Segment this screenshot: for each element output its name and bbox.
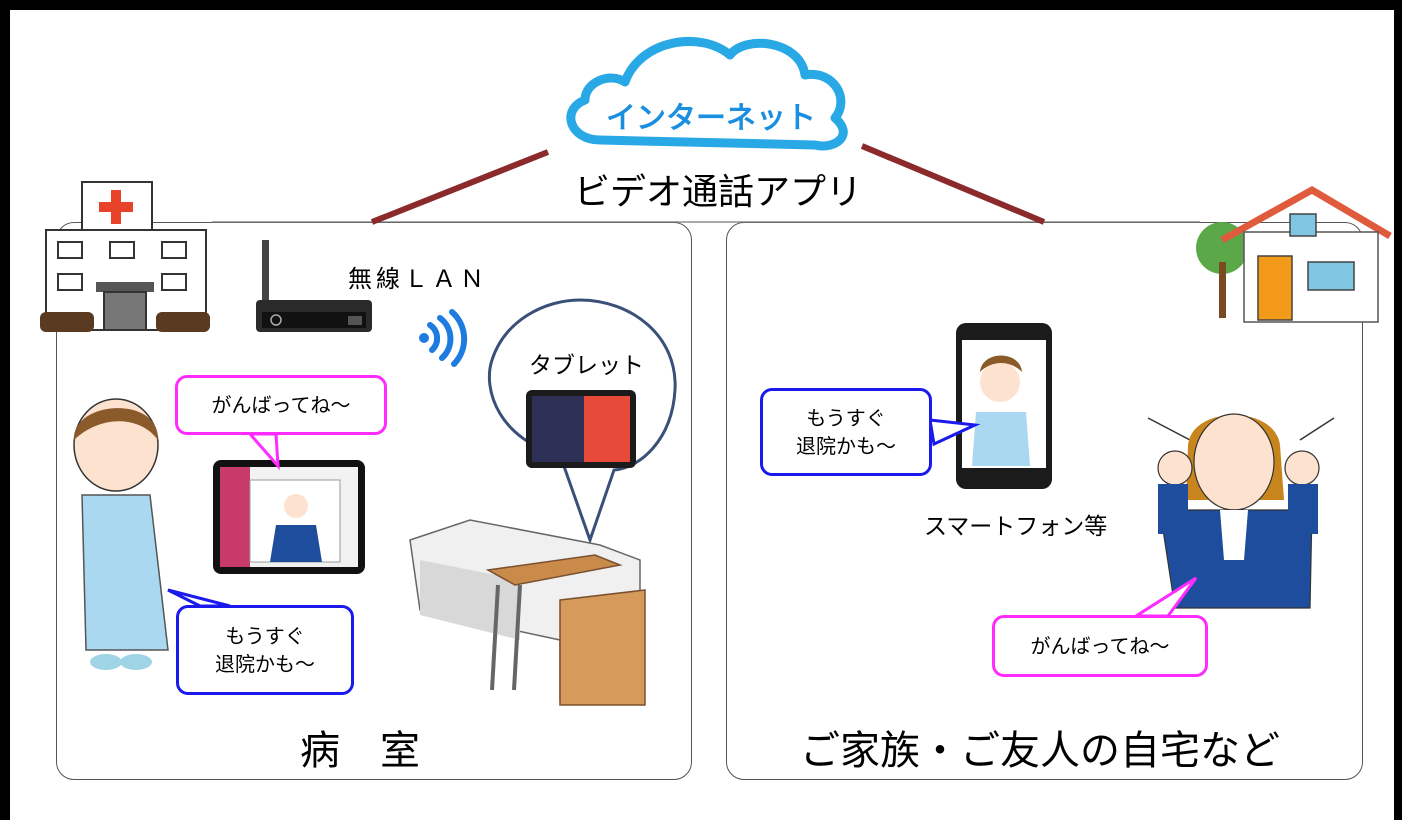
patient-speech-line1: もうすぐ bbox=[225, 624, 305, 648]
router-icon bbox=[256, 240, 372, 332]
patient-figure bbox=[73, 398, 169, 670]
wifi-icon bbox=[419, 309, 468, 367]
home-title: ご家族・ご友人の自宅など bbox=[800, 728, 1280, 774]
tablet-callout bbox=[487, 298, 677, 545]
hospital-icon bbox=[40, 181, 210, 332]
tablet-speech-text: がんばってね～ bbox=[211, 393, 351, 417]
woman-figure bbox=[1147, 413, 1335, 609]
connector-right bbox=[860, 143, 1046, 225]
bubble-tail-phone bbox=[928, 418, 981, 447]
phone-speech-line1: もうすぐ bbox=[806, 406, 886, 430]
woman-speech-bubble: がんばってね～ bbox=[992, 615, 1208, 677]
cloud-icon bbox=[566, 37, 848, 151]
hospital-bed-icon bbox=[409, 519, 646, 706]
tablet-video-icon bbox=[213, 460, 365, 574]
smartphone-label: スマートフォン等 bbox=[924, 514, 1108, 540]
phone-speech-bubble: もうすぐ 退院かも～ bbox=[760, 388, 932, 476]
tablet-label: タブレット bbox=[529, 353, 644, 379]
smartphone-icon bbox=[956, 323, 1052, 489]
tablet-speech-bubble: がんばってね～ bbox=[175, 375, 387, 435]
phone-speech-line2: 退院かも～ bbox=[796, 434, 896, 458]
bubble-tail-patient bbox=[167, 588, 231, 608]
hospital-room-title: 病 室 bbox=[300, 728, 420, 774]
connector-left bbox=[370, 149, 550, 225]
patient-speech-line2: 退院かも～ bbox=[215, 652, 315, 676]
house-icon bbox=[1196, 185, 1392, 323]
wireless-lan-label: 無線ＬＡＮ bbox=[348, 265, 488, 293]
video-call-app-label: ビデオ通話アプリ bbox=[574, 172, 863, 213]
cloud-label: インターネット bbox=[606, 101, 816, 136]
woman-speech-text: がんばってね～ bbox=[1030, 634, 1170, 658]
patient-speech-bubble: もうすぐ 退院かも～ bbox=[176, 605, 354, 695]
